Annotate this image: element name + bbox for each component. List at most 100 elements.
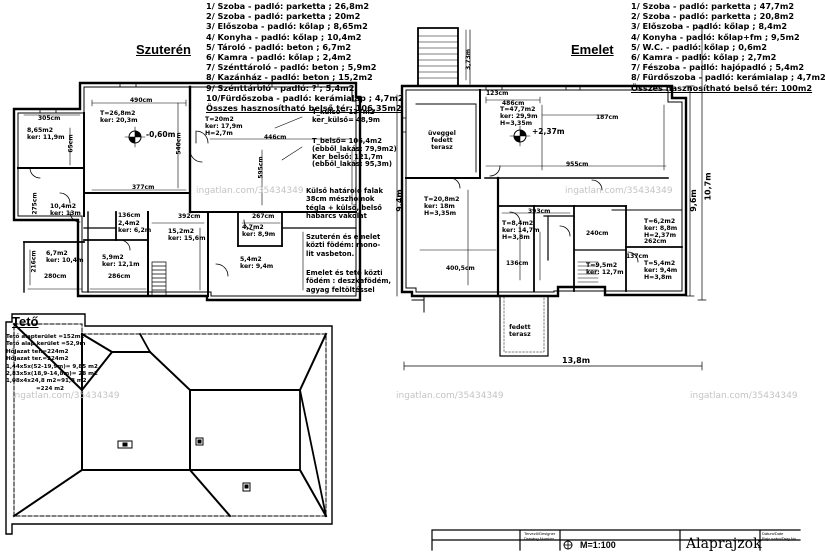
upper-dim: 137cm [626, 253, 649, 260]
roof-stat: Tető alapterület =152m2 [6, 334, 85, 340]
title-block-title: Alaprajzok [686, 536, 762, 552]
upper-dim: 123cm [486, 90, 509, 97]
roof-plan [5, 313, 333, 535]
upper-dim: 393cm [528, 208, 551, 215]
upper-dim: 262cm [644, 238, 667, 245]
basement-room-8: 15,2m2 ker: 15,6m [168, 228, 206, 242]
floor-plan-sheet: ingatlan.com/35434349 ingatlan.com/35434… [5, 1, 826, 552]
watermark-1: ingatlan.com/35434349 [196, 186, 304, 196]
basement-legend-item: 5/ Tároló - padló: beton ; 6,7m2 [206, 41, 352, 52]
upper-room-3: T=8,4m2 ker: 14,7m H=3,8m [502, 220, 540, 241]
basement-legend-item: 4/ Konyha - padló: kőlap ; 10,4m2 [206, 31, 362, 42]
basement-legend-item: 6/ Kamra - padló: kőlap ; 2,4m2 [206, 52, 352, 63]
basement-room-10: 4,7m2 ker: 8,9m [242, 224, 276, 238]
basement-dim: 275cm [31, 192, 39, 215]
roof-stat: Tető alap kerület =52,9m [6, 341, 86, 348]
upper-legend-item: 5/ W.C. - padló: kőlap ; 0,6m2 [631, 41, 768, 52]
basement-legend-item: 8/ Kazánház - padló: beton ; 15,2m2 [206, 72, 373, 83]
upper-dim: 955cm [566, 161, 589, 168]
title-block-frame [431, 529, 801, 551]
basement-dim: 280cm [44, 273, 67, 280]
roof-stat: 2,83x5x(18,9-14,8m)= 28 m2 [6, 371, 98, 378]
basement-legend-item: 7/ Szénttároló - padló: beton ; 5,9m2 [206, 62, 377, 73]
basement-legend-total: Összes hasznosítható belső tér: 106,35m2 [206, 103, 402, 114]
title-block-small-2: Drawing Number [524, 536, 555, 541]
basement-note-walls: Külső határoló falak 38cm mészhomok tégl… [306, 187, 384, 221]
upper-overall-height2: 10,7m [703, 172, 713, 201]
basement-dim: 216cm [30, 250, 38, 273]
upper-room-7: T=5,4m2 ker: 9,4m H=3,8m [644, 260, 678, 281]
title-block-small-3: Dátum/Date [762, 531, 784, 536]
watermark-5: ingatlan.com/35434349 [690, 391, 798, 401]
title-block-small-1: Tervező/Designer [524, 531, 556, 536]
upper-dim: 400,5cm [446, 265, 475, 272]
basement-room-9: 5,4m2 ker: 9,4m [240, 256, 274, 270]
basement-note-slab: Szuterén és emelet közti födém: mono- li… [306, 233, 381, 258]
roof-stat: Hőjazat ter.=224m2 [6, 356, 69, 363]
upper-legend-item: 3/ Előszoba - padló: kőlap ; 8,4m2 [631, 21, 788, 32]
basement-dim: 65cm [67, 134, 75, 153]
basement-dim: 267cm [252, 213, 275, 220]
basement-room-6: 2,4m2 ker: 6,2m [118, 220, 152, 234]
basement-plan [12, 81, 362, 302]
basement-legend-item: 10/Fürdőszoba - padló: kerámialap ; 4,7m… [206, 92, 404, 103]
basement-dim: 392cm [178, 213, 201, 220]
upper-dim: 486cm [502, 100, 525, 107]
upper-overall-width: 13,8m [562, 356, 591, 365]
upper-overall-height1: 9,6m [688, 189, 698, 212]
roof-stat: 1,08x4x24,8 m2=91,8 m2 [6, 378, 87, 385]
upper-terrace-glass: üveggel fedett terasz [428, 130, 456, 151]
basement-dim: 305cm [38, 115, 61, 122]
watermark-2: ingatlan.com/35434349 [565, 186, 673, 196]
upper-dim: 136cm [506, 260, 529, 267]
basement-title: Szuterén [136, 42, 191, 57]
upper-legend: 1/ Szoba - padló: parketta ; 47,7m2 2/ S… [631, 1, 826, 93]
upper-room-2: T=20,8m2 ker: 18m H=3,35m [424, 196, 460, 217]
basement-area-outer: T_külső= 137m2 ker_külső= 48,9m [312, 108, 381, 124]
watermark-3: ingatlan.com/35434349 [12, 391, 120, 401]
watermark-4: ingatlan.com/35434349 [396, 391, 504, 401]
basement-dim: 595cm [257, 156, 265, 179]
basement-area-inner: T_belső= 106,4m2 (ebből_lakás: 79,9m2) K… [312, 137, 397, 169]
upper-level-marker [509, 125, 531, 147]
upper-title: Emelet [571, 42, 614, 57]
basement-legend-item: 2/ Szoba - padló: parketta ; 20m2 [206, 11, 361, 22]
upper-legend-total: Összes hasznosítható belső tér: 100m2 [631, 82, 813, 93]
upper-terrace: fedett terasz [509, 324, 531, 338]
basement-room-7: 5,9m2 ker: 12,1m [102, 254, 140, 268]
basement-dim: 490cm [130, 97, 153, 104]
roof-stats: Tető alapterület =152m2 Tető alap kerüle… [6, 334, 98, 393]
basement-room-3: 8,65m2 ker: 11,9m [27, 127, 65, 141]
upper-dim-stair: 3,73m [465, 48, 473, 71]
upper-room-4: T=9,5m2 ker: 12,7m [586, 262, 624, 276]
basement-note-ceiling: Emelet és tető közti födém : deszkafödém… [306, 269, 391, 294]
upper-legend-item: 8/ Fürdőszoba - padló: kerámialap ; 4,7m… [631, 72, 826, 83]
basement-legend-item: 9/ Szénttároló - padló: ? ; 5,4m2 [206, 82, 355, 93]
basement-dim: 540cm [175, 132, 183, 155]
basement-room-5: 6,7m2 ker: 10,4m [46, 250, 84, 264]
basement-legend-item: 3/ Előszoba - padló: kőlap ; 8,65m2 [206, 21, 368, 32]
roof-title: Tető [12, 314, 39, 329]
upper-overall-left: 9,4m [394, 189, 404, 212]
basement-room-1: T=26,8m2 ker: 20,3m [100, 110, 138, 124]
upper-legend-item: 2/ Szoba - padló: parketta ; 20,8m2 [631, 11, 795, 22]
upper-dim: 240cm [586, 230, 609, 237]
basement-room-4: 10,4m2 ker: 13m [50, 203, 81, 217]
title-block-scale: M=1:100 [580, 540, 616, 550]
upper-legend-item: 7/ Fészoba - padló: hajópadló ; 5,4m2 [631, 62, 805, 73]
basement-dim: 377cm [132, 184, 155, 191]
roof-stat: Hőjazat ter.=224m2 [6, 348, 69, 355]
upper-legend-item: 4/ Konyha - padló: kőlap+fm ; 9,5m2 [631, 31, 800, 42]
upper-legend-item: 1/ Szoba - padló: parketta ; 47,7m2 [631, 1, 795, 11]
basement-dim: 446cm [264, 134, 287, 141]
basement-dim: 286cm [108, 273, 131, 280]
roof-stat: =224 m2 [36, 385, 65, 392]
basement-legend-item: 1/ Szoba - padló: parketta ; 26,8m2 [206, 1, 370, 11]
upper-legend-item: 6/ Kamra - padló: kőlap ; 2,7m2 [631, 52, 777, 63]
upper-plan [396, 27, 707, 371]
roof-stat: 1,44x5x(52-19,9m)= 9,85 m2 [6, 363, 98, 370]
title-block-small-4: Rajz.szám/Dwg.No. [762, 536, 798, 541]
upper-room-1: T=47,7m2 ker: 29,9m H=3,35m [500, 106, 538, 127]
basement-dim: 136cm [118, 212, 141, 219]
drawing-lines [5, 27, 801, 551]
